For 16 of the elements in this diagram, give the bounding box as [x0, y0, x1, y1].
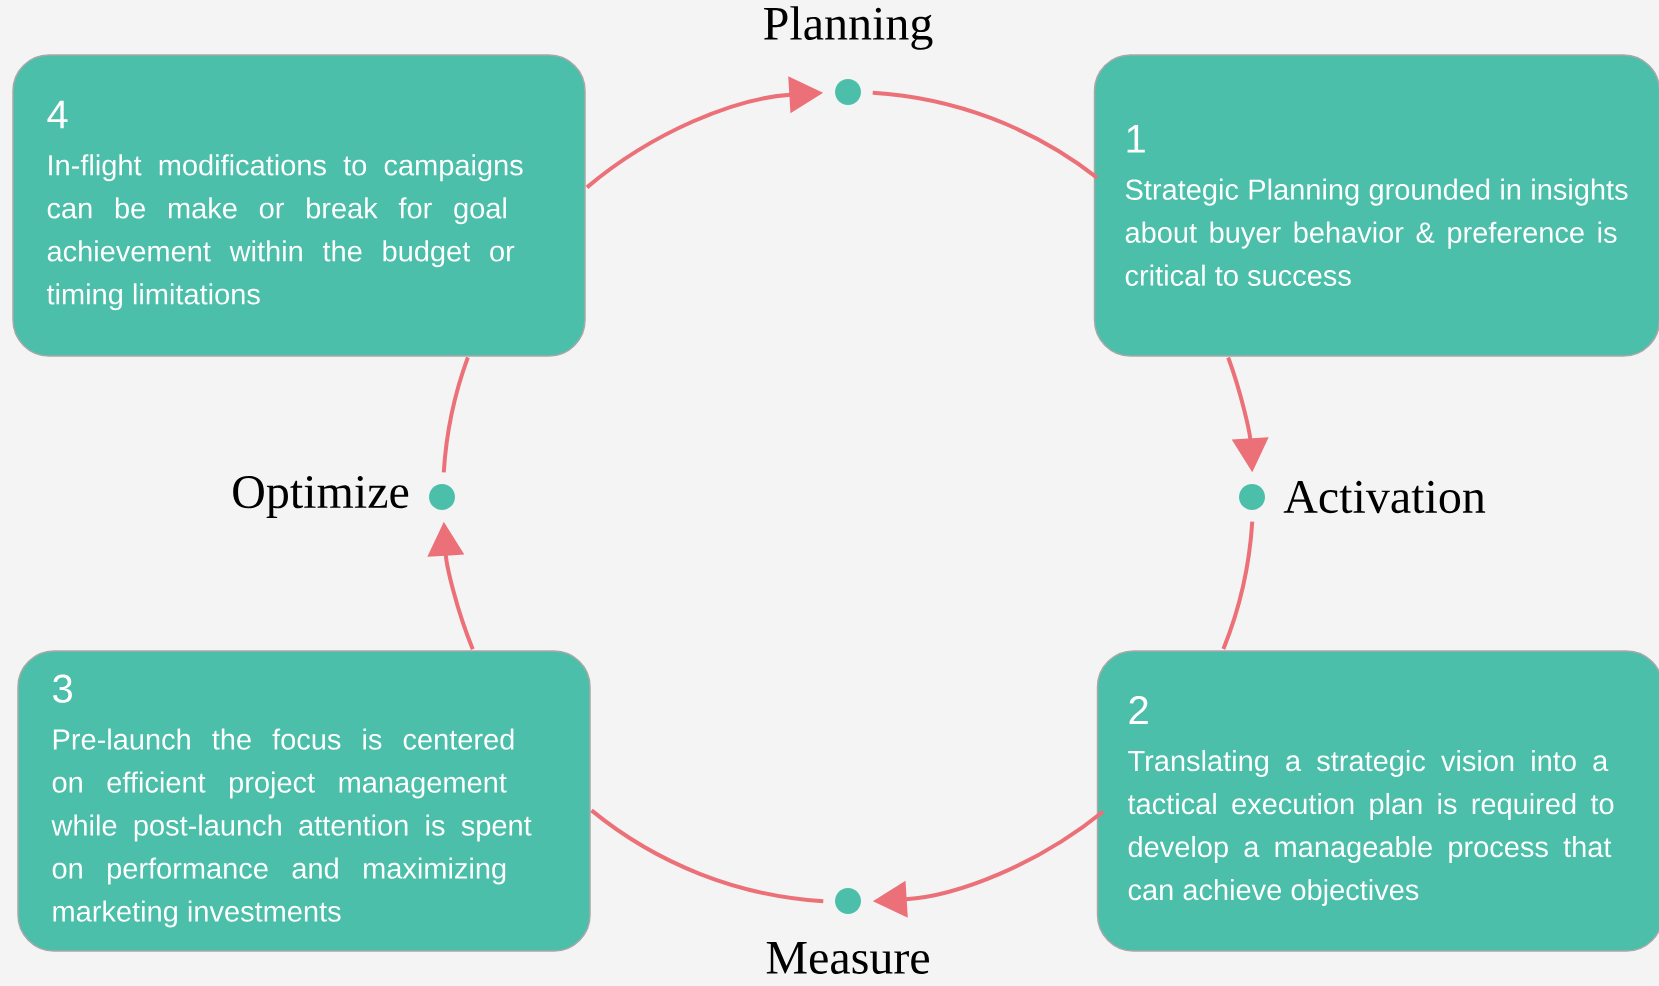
- connector-line: [1221, 521, 1255, 650]
- process-box: 4 In-flight modifications to campaigns can be make or break for goal achievement within the budget or timing limitations: [12, 54, 586, 357]
- stage-label: Measure: [766, 942, 929, 974]
- process-box: 2 Translating a strategic vision into a tactical execution plan is required to develop a manageable process that can achieve objectives: [1096, 650, 1659, 952]
- stage-label: Planning: [764, 6, 933, 50]
- dot: [835, 888, 861, 914]
- process-box: 3 Pre-launch the focus is centered on efficient project management while post-launch attention is spent on performance and maximizing marketing investments: [17, 650, 591, 952]
- dot: [429, 484, 455, 510]
- stage-label: Optimize: [233, 476, 409, 518]
- dot: [835, 79, 861, 105]
- stage-label: Activation: [1283, 480, 1486, 514]
- dot: [1239, 484, 1265, 510]
- connector-line: [590, 808, 824, 904]
- connector-line: [872, 90, 1099, 180]
- connector-line: [441, 356, 470, 473]
- process-box: 1 Strategic Planning grounded in insights about buyer behavior & preference is critical to success: [1093, 54, 1659, 357]
